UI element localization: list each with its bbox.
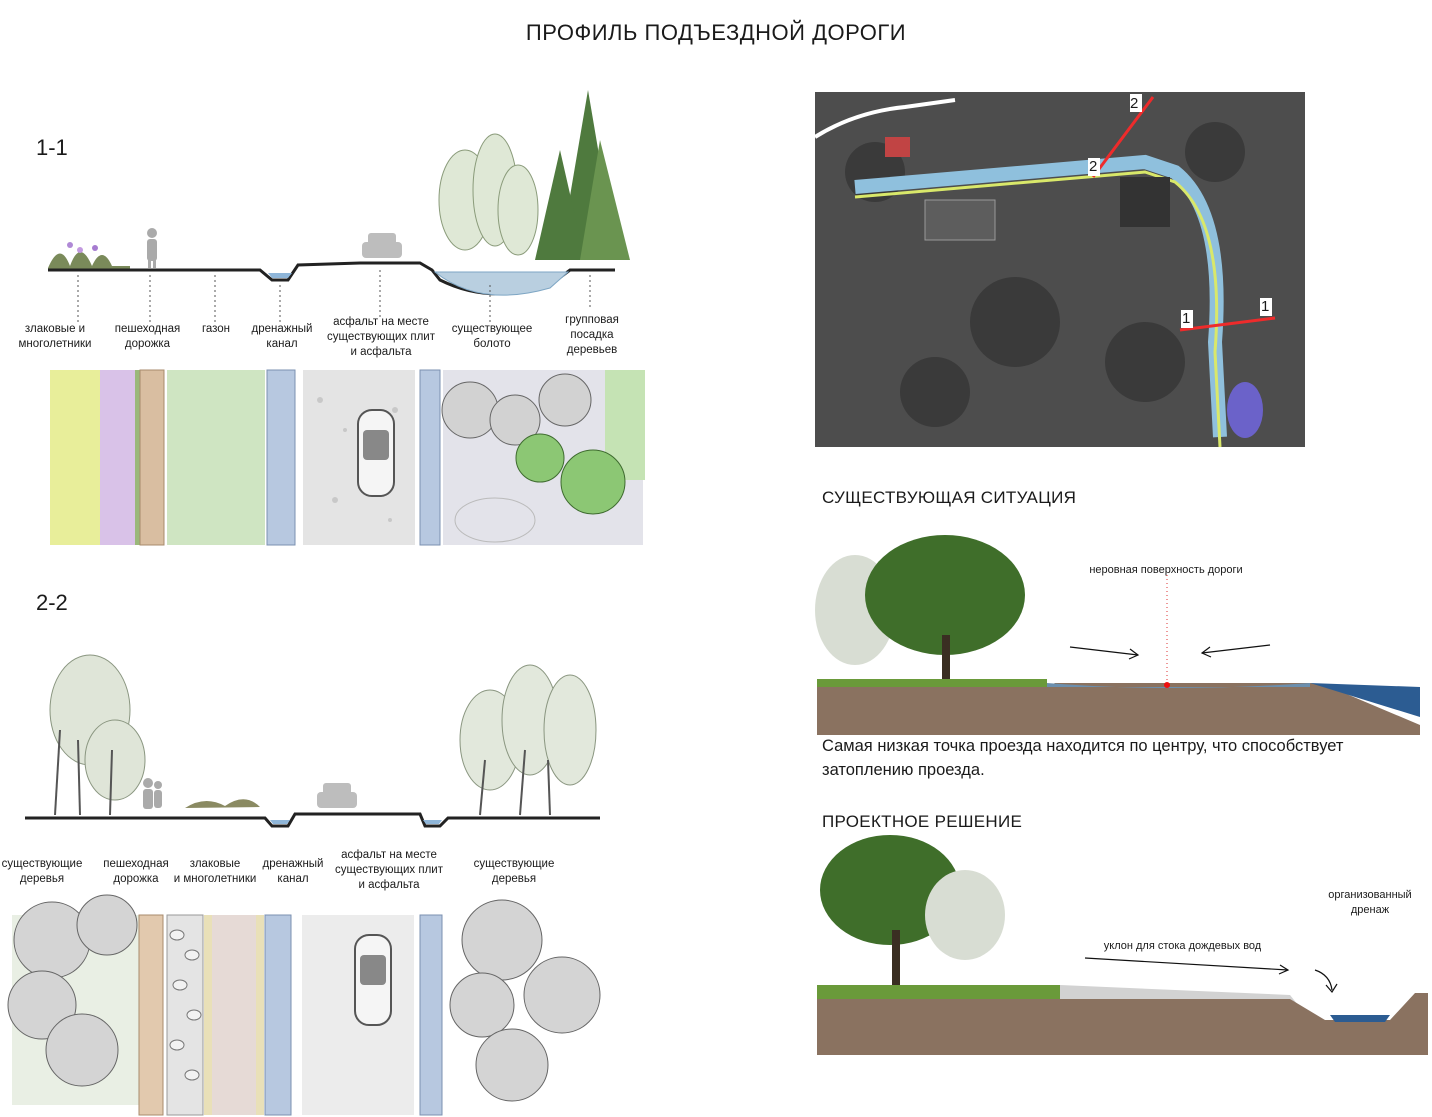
proposed-drain-label: организованный дренаж [1328, 889, 1412, 916]
s2-label-trees-right: существующие деревья [473, 858, 555, 885]
existing-situation-diagram [815, 535, 1420, 735]
map-marker-1-right: 1 [1261, 298, 1270, 315]
s1-label-lawn: газон [201, 323, 231, 335]
existing-annotation: неровная поверхность дороги [1089, 564, 1243, 576]
s2-label-grasses: злаковые и многолетники [173, 858, 257, 885]
section-2-profile [25, 654, 600, 828]
existing-description: Самая низкая точка проезда находится по … [822, 737, 1344, 779]
section-2-number: 2-2 [36, 590, 68, 615]
map-marker-label [1088, 94, 1272, 328]
s1-label-tree-group: групповая посадка деревьев [565, 314, 619, 356]
proposed-solution-diagram [817, 835, 1428, 1055]
page-title: ПРОФИЛЬ ПОДЪЕЗДНОЙ ДОРОГИ [525, 20, 907, 45]
section-2-plan [7, 894, 601, 1116]
proposed-slope-label: уклон для стока дождевых вод [1103, 940, 1262, 952]
section-1-plan [50, 369, 645, 546]
s2-label-footpath: пешеходная дорожка [103, 858, 169, 885]
section-1-profile [48, 90, 630, 325]
section-1-number: 1-1 [36, 135, 68, 160]
s2-label-trees-left: существующие деревья [1, 858, 83, 885]
map-marker-2-bottom: 2 [1089, 158, 1098, 175]
s1-label-footpath: пешеходная дорожка [114, 323, 181, 350]
existing-heading: СУЩЕСТВУЮЩАЯ СИТУАЦИЯ [822, 488, 1077, 507]
s2-label-drain: дренажный канал [262, 858, 324, 885]
proposed-heading: ПРОЕКТНОЕ РЕШЕНИЕ [822, 812, 1023, 831]
s1-label-grasses: злаковые и многолетники [18, 323, 92, 350]
aerial-map [813, 92, 1305, 448]
s1-label-drain: дренажный канал [251, 323, 313, 350]
s1-label-swamp: существующее болото [451, 323, 533, 350]
s2-label-asphalt: асфальт на месте существующих плит и асф… [335, 849, 443, 891]
map-marker-1-left: 1 [1182, 310, 1191, 327]
map-marker-2-top: 2 [1130, 95, 1139, 112]
s1-label-asphalt: асфальт на месте существующих плит и асф… [327, 316, 435, 358]
